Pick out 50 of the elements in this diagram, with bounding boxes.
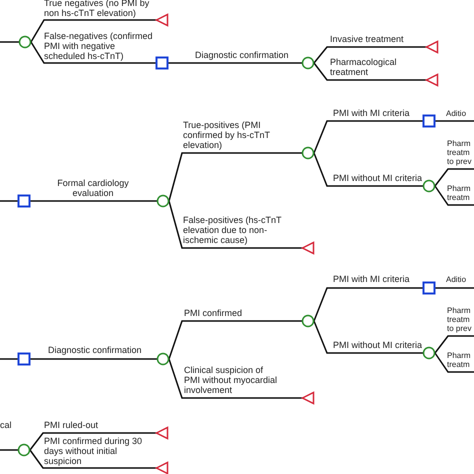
branch-label: Diagnostic confirmation <box>195 50 290 60</box>
branch-line <box>30 42 156 64</box>
branch-line <box>313 62 426 81</box>
branch-line <box>313 46 426 64</box>
branch-line <box>30 19 156 42</box>
branch-label: PMI without MI criteria <box>333 340 424 350</box>
branch-line <box>435 120 474 122</box>
branch-line <box>168 320 302 360</box>
branch-line <box>434 335 474 354</box>
branch-line <box>0 449 18 451</box>
branch-line <box>313 320 423 354</box>
branch-label: Pharm treatm <box>447 184 472 202</box>
branch-label: Pharm treatm to prev <box>447 306 472 333</box>
branch-label: PMI with MI criteria <box>333 274 411 284</box>
branch-label: Aditio <box>446 109 468 118</box>
branch-label: Formal cardiology evaluation <box>56 178 130 198</box>
branch-line <box>313 287 423 322</box>
branch-label: Diagnostic confirmation <box>48 345 143 355</box>
branch-line <box>30 358 157 360</box>
branch-line <box>0 41 19 43</box>
branch-label: Clinical suspicion of PMI without myocardial involvement <box>184 365 278 395</box>
branch-line <box>434 168 474 186</box>
branch-line <box>168 152 302 202</box>
branch-label: PMI with MI criteria <box>333 108 411 118</box>
branch-line <box>168 358 302 399</box>
branch-line <box>313 152 423 187</box>
branch-line <box>0 358 18 360</box>
branch-label: True-positives (PMI confirmed by hs-cTnT elevation) <box>183 120 271 150</box>
branch-label: Aditio <box>446 275 468 284</box>
branch-line <box>168 62 302 64</box>
branch-line <box>313 120 423 154</box>
branch-line <box>168 200 302 249</box>
branch-label: False-negatives (confirmed PMI with negative scheduled hs-cTnT) <box>44 31 154 61</box>
branch-label: PMI without MI criteria <box>333 173 424 183</box>
branch-label: PMI confirmed during 30 days without initial suspicion <box>44 436 144 466</box>
branch-label: Pharm treatm <box>447 351 472 369</box>
branch-line <box>435 287 474 289</box>
branch-label: cal <box>0 420 13 430</box>
branch-line <box>434 186 474 206</box>
branch-line <box>29 450 156 469</box>
branch-line <box>0 200 18 202</box>
branch-line <box>30 200 157 202</box>
branch-label: PMI confirmed <box>184 308 244 318</box>
branch-line <box>434 352 474 373</box>
branch-label: PMI ruled-out <box>44 420 100 430</box>
branch-label: Pharmacological treatment <box>330 57 398 77</box>
branch-label: Invasive treatment <box>330 34 405 44</box>
branch-label: False-positives (hs-cTnT elevation due to non-ischemic cause) <box>183 215 282 245</box>
branch-label: Pharm treatm to prev <box>447 139 472 166</box>
branch-line <box>29 432 156 450</box>
